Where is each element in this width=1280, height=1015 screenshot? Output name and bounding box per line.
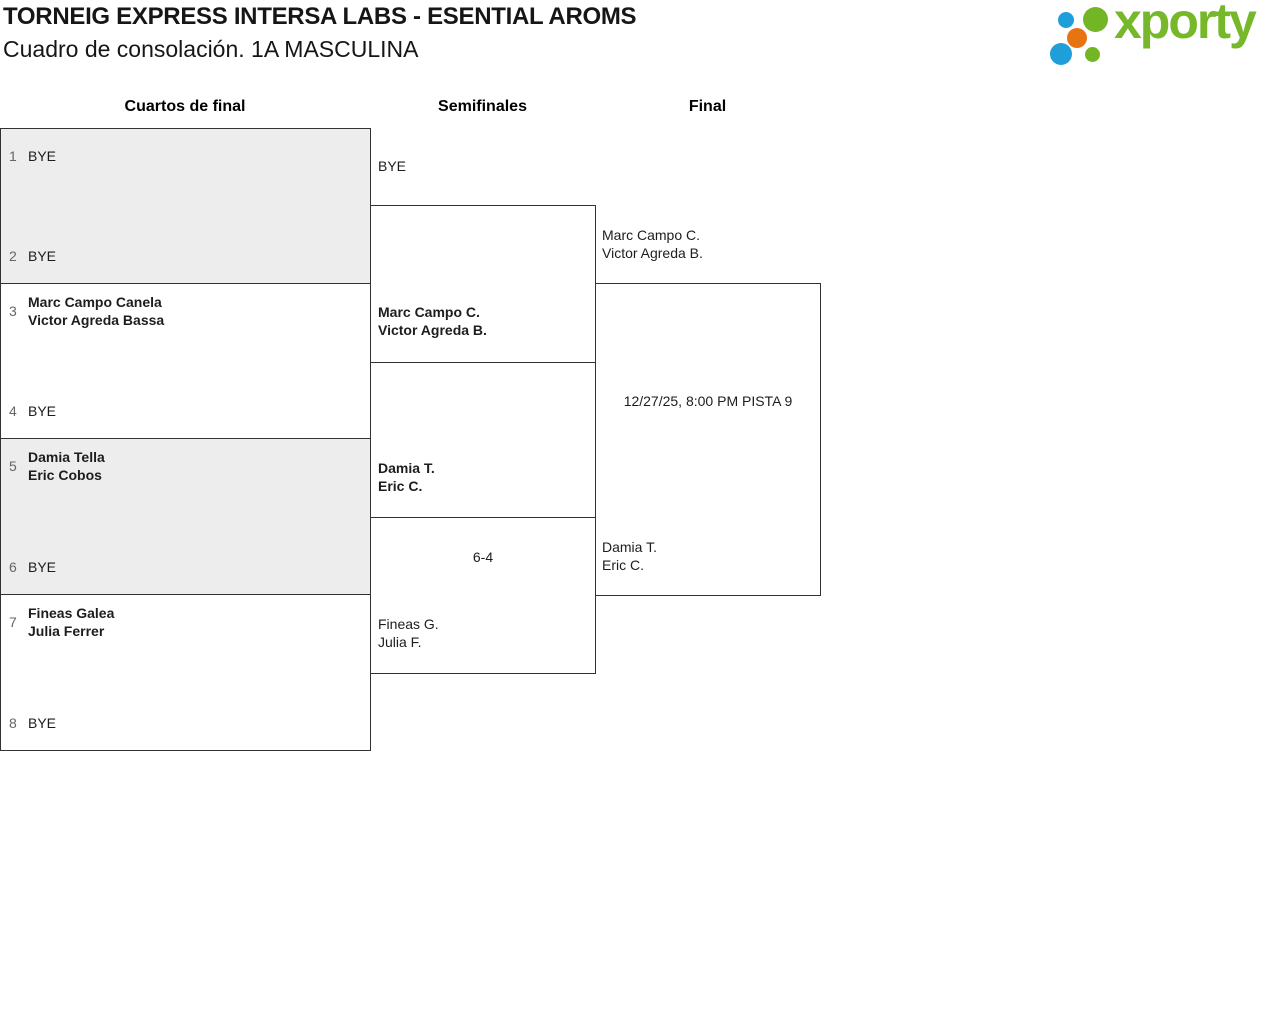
participant-name: Marc Campo C. [378,304,480,320]
logo-dot-green-small-icon [1085,47,1100,62]
participant-seed: 2 [9,248,17,264]
match-sf-1[interactable] [370,205,596,363]
participant-name: BYE [28,715,57,731]
match-qf-3[interactable]: 5 Damia Tella Eric Cobos 6 BYE [0,438,371,595]
participant-name: Eric C. [602,557,644,573]
participant-row: 6 BYE [9,558,362,576]
participant-row: 3 Marc Campo Canela Victor Agreda Bassa [9,293,362,329]
match-qf-2[interactable]: 3 Marc Campo Canela Victor Agreda Bassa … [0,283,371,439]
logo-dot-orange-icon [1067,28,1087,48]
participant-name: Julia F. [378,634,422,650]
round-header-semifinales: Semifinales [438,98,527,115]
participant-seed: 4 [9,403,17,419]
participant-row: 8 BYE [9,714,362,732]
participant-seed: 6 [9,559,17,575]
participant-seed: 7 [9,614,17,630]
logo-wordmark: xporty [1114,0,1257,49]
match-final[interactable] [595,283,821,596]
participant-name: BYE [28,403,57,419]
participant-name: Damia T. [602,539,657,555]
sf1-bottom-participant: Marc Campo C. Victor Agreda B. [378,303,487,339]
round-header-final: Final [688,98,727,115]
round-header-cuartos: Cuartos de final [124,98,246,115]
participant-name: Julia Ferrer [28,623,105,639]
xporty-logo[interactable]: xporty [1048,0,1280,76]
final-top-participant: Marc Campo C. Victor Agreda B. [602,226,703,262]
logo-dot-blue-large-icon [1050,43,1072,65]
match-qf-1[interactable]: 1 BYE 2 BYE [0,128,371,284]
final-bottom-participant: Damia T. Eric C. [602,538,657,574]
participant-row: 7 Fineas Galea Julia Ferrer [9,604,362,640]
match-qf-4[interactable]: 7 Fineas Galea Julia Ferrer 8 BYE [0,594,371,751]
participant-name: BYE [28,248,57,264]
participant-row: 4 BYE [9,402,362,420]
sf2-bottom-participant: Fineas G. Julia F. [378,615,439,651]
participant-name: Eric C. [378,478,423,494]
participant-name: BYE [28,148,57,164]
participant-name: Victor Agreda Bassa [28,312,165,328]
sf1-top-participant: BYE [378,157,406,175]
participant-name: BYE [378,158,407,174]
participant-row: 2 BYE [9,247,362,265]
match-sf-2[interactable] [370,517,596,674]
logo-dot-blue-small-icon [1058,12,1074,28]
participant-name: Victor Agreda B. [378,322,487,338]
participant-row: 1 BYE [9,147,362,165]
category-subtitle: Cuadro de consolación. 1A MASCULINA [3,36,419,62]
logo-dot-green-large-icon [1083,7,1108,32]
match-score: 6-4 [472,549,494,565]
participant-name: Fineas G. [378,616,439,632]
participant-row: 5 Damia Tella Eric Cobos [9,448,362,484]
participant-name: Marc Campo Canela [28,294,162,310]
participant-seed: 1 [9,148,17,164]
tournament-title: TORNEIG EXPRESS INTERSA LABS - ESENTIAL … [3,3,637,30]
participant-name: Fineas Galea [28,605,115,621]
participant-name: Damia Tella [28,449,105,465]
participant-name: Victor Agreda B. [602,245,703,261]
participant-name: Marc Campo C. [602,227,701,243]
participant-name: Damia T. [378,460,435,476]
match-schedule: 12/27/25, 8:00 PM PISTA 9 [623,393,793,409]
participant-name: Eric Cobos [28,467,102,483]
participant-name: BYE [28,559,57,575]
sf2-top-participant: Damia T. Eric C. [378,459,435,495]
participant-seed: 3 [9,303,17,319]
participant-seed: 5 [9,458,17,474]
participant-seed: 8 [9,715,17,731]
